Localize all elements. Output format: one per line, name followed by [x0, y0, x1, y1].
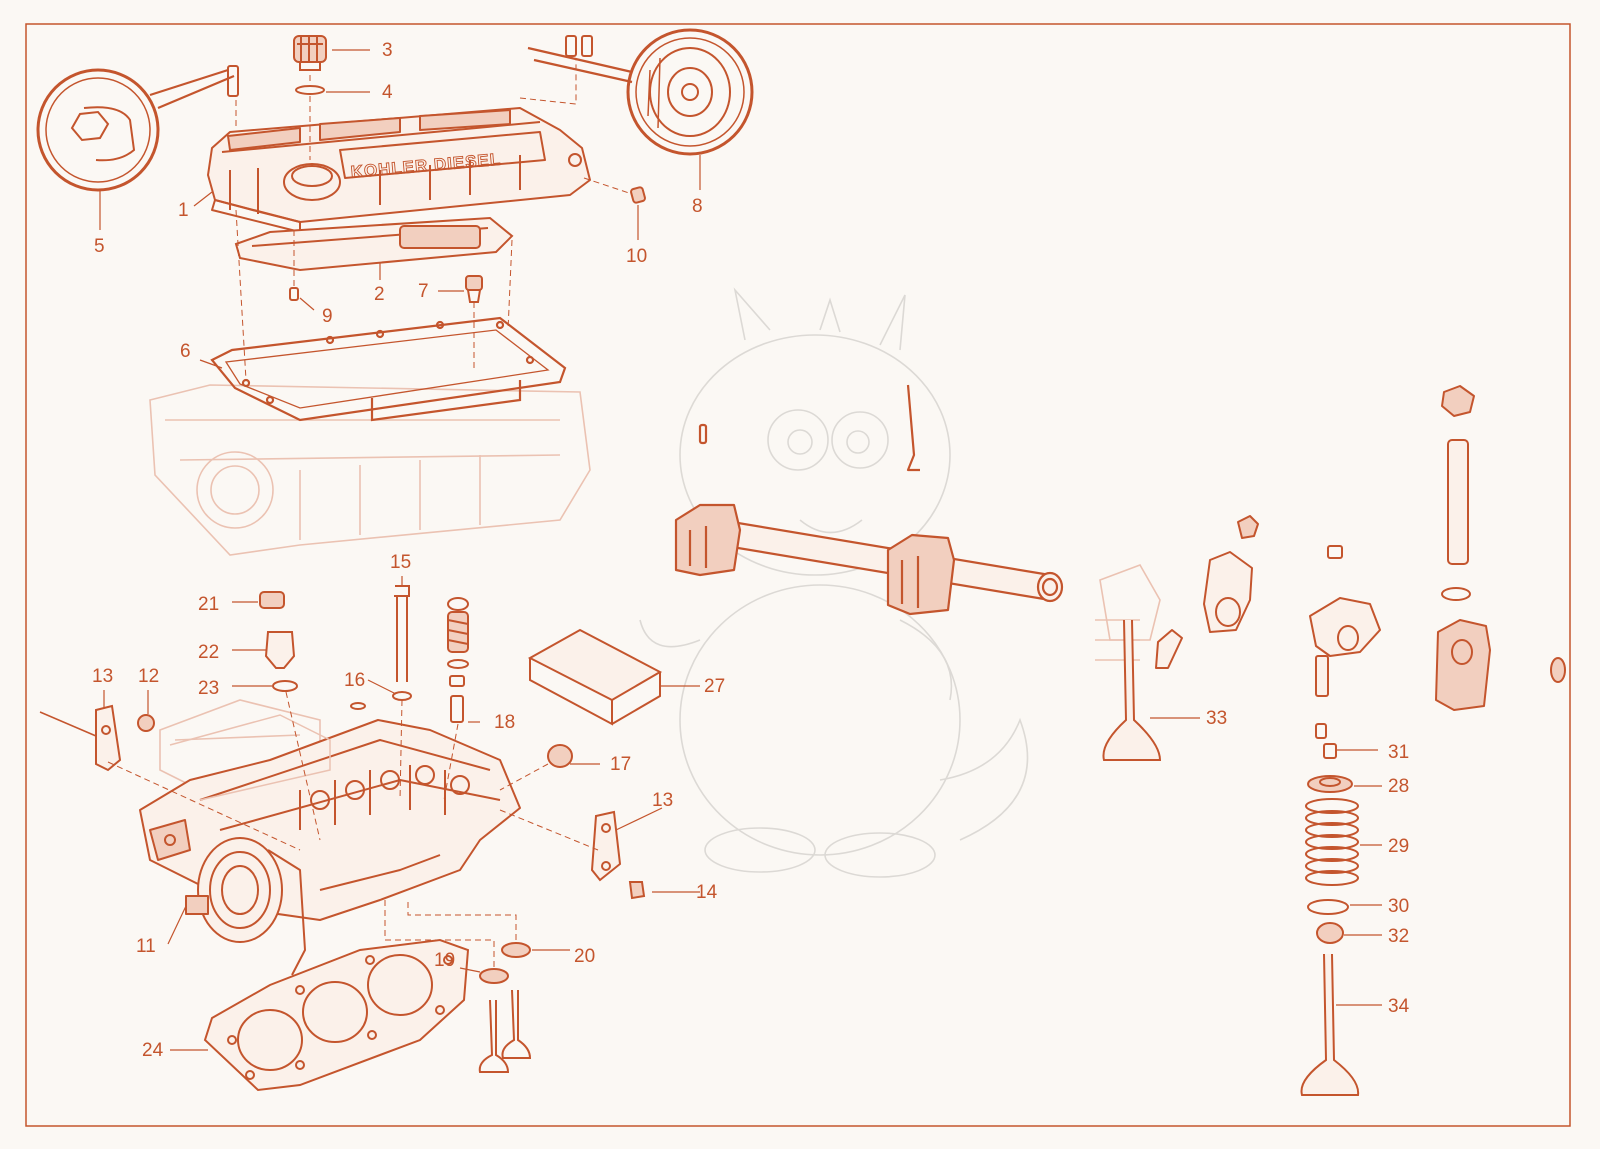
- callout-24: 24: [142, 1040, 164, 1061]
- head-gasket: [203, 938, 470, 1092]
- rocker-shaft-assembly: [674, 384, 1064, 616]
- detail-callout-oil-cap: [527, 28, 754, 156]
- callout-11: 11: [136, 936, 156, 957]
- shaft-stud: [1447, 439, 1469, 565]
- valve-seal-right: [501, 942, 531, 958]
- head-bolt: [394, 585, 410, 682]
- end-cap: [1550, 657, 1566, 683]
- exhaust-valve: [478, 999, 510, 1073]
- head-cover-seal: [210, 316, 567, 422]
- rocker-spacer: [1327, 545, 1343, 559]
- callout-3: 3: [382, 40, 393, 61]
- callout-33: 33: [1206, 708, 1227, 729]
- callout-23: 23: [198, 678, 219, 699]
- head-plug: [547, 744, 573, 768]
- callout-4: 4: [382, 82, 393, 103]
- valve-collet-upper: [1315, 723, 1327, 739]
- callout-27: 27: [704, 676, 725, 697]
- callout-21: 21: [198, 594, 219, 615]
- callout-20: 20: [574, 946, 595, 967]
- callout-30: 30: [1388, 896, 1409, 917]
- callout-1: 1: [178, 200, 189, 221]
- head-small-parts: [39, 585, 646, 1073]
- callout-16: 16: [344, 670, 365, 691]
- rocker-arm-intake: [1203, 551, 1253, 633]
- adjusting-screw: [1315, 655, 1329, 697]
- valve-assembly-right: [1102, 619, 1360, 1096]
- exhaust-valve-large: [1300, 953, 1360, 1096]
- rocker-arms-right: [1155, 385, 1566, 711]
- callout-34: 34: [1388, 996, 1410, 1017]
- lifting-eye-left: [95, 704, 122, 772]
- adjust-nut: [1237, 515, 1259, 539]
- small-bushing: [137, 714, 155, 732]
- callout-10: 10: [626, 246, 647, 267]
- cylinder-head: [139, 719, 521, 976]
- callout-17: 17: [610, 754, 631, 775]
- lifting-eye-right: [590, 810, 622, 882]
- callout-7: 7: [418, 281, 429, 302]
- callout-28: 28: [1388, 776, 1409, 797]
- ghost-head-outline: [169, 714, 331, 801]
- valve-spring: [1305, 798, 1359, 886]
- callout-18: 18: [494, 712, 515, 733]
- sheet-border: [25, 23, 1571, 1127]
- cover-nut: [630, 186, 646, 204]
- pushrod-pin: [1155, 629, 1183, 669]
- cover-screw: [289, 287, 299, 301]
- assembly-guide-lines-top: [235, 60, 633, 381]
- detail-callout-plug: [36, 65, 239, 192]
- callout-13-right: 13: [652, 790, 673, 811]
- gasket-kit-box: [527, 628, 663, 726]
- callout-8: 8: [692, 196, 703, 217]
- rocker-cover: [207, 107, 591, 233]
- shaft-nut: [1441, 385, 1475, 417]
- rocker-support: [1435, 619, 1491, 711]
- callout-2: 2: [374, 284, 385, 305]
- valve-stem-seal: [1316, 922, 1344, 944]
- cover-gasket: [234, 216, 514, 272]
- callout-22: 22: [198, 642, 219, 663]
- intake-valve: [501, 989, 532, 1059]
- injector-cap: [259, 591, 285, 609]
- leader-lines: [99, 49, 1382, 1051]
- valve-collet-lower: [1323, 743, 1337, 759]
- callout-32: 32: [1388, 926, 1409, 947]
- callout-29: 29: [1388, 836, 1409, 857]
- tappet: [450, 695, 464, 723]
- stud-washer: [1441, 587, 1471, 601]
- oil-filler-cap: [293, 35, 327, 71]
- filler-cap-washer: [295, 85, 325, 95]
- callout-6: 6: [180, 341, 191, 362]
- callout-19: 19: [434, 950, 455, 971]
- spring-retainer: [1307, 775, 1353, 793]
- injector-o-ring: [272, 680, 298, 692]
- callout-12: 12: [138, 666, 159, 687]
- breather-plug: [465, 275, 483, 303]
- spring-seat-washer: [1307, 899, 1349, 915]
- callout-31: 31: [1388, 742, 1409, 763]
- callout-9: 9: [322, 306, 333, 327]
- callout-labels: 1 2 3 4 5 6 7 8 9 10 11 12 13 13 14 15 1…: [92, 40, 1410, 1061]
- callout-14: 14: [696, 882, 718, 903]
- assembly-guide-lines-head: [107, 691, 599, 970]
- eye-screw: [628, 881, 646, 900]
- valve-seal-left: [479, 968, 509, 984]
- intake-valve-large: [1102, 619, 1162, 761]
- watermark-dragon-figure: [639, 287, 1029, 878]
- injector-holder: [264, 631, 296, 669]
- callout-15: 15: [390, 552, 411, 573]
- callout-5: 5: [94, 236, 105, 257]
- callout-13-left: 13: [92, 666, 113, 687]
